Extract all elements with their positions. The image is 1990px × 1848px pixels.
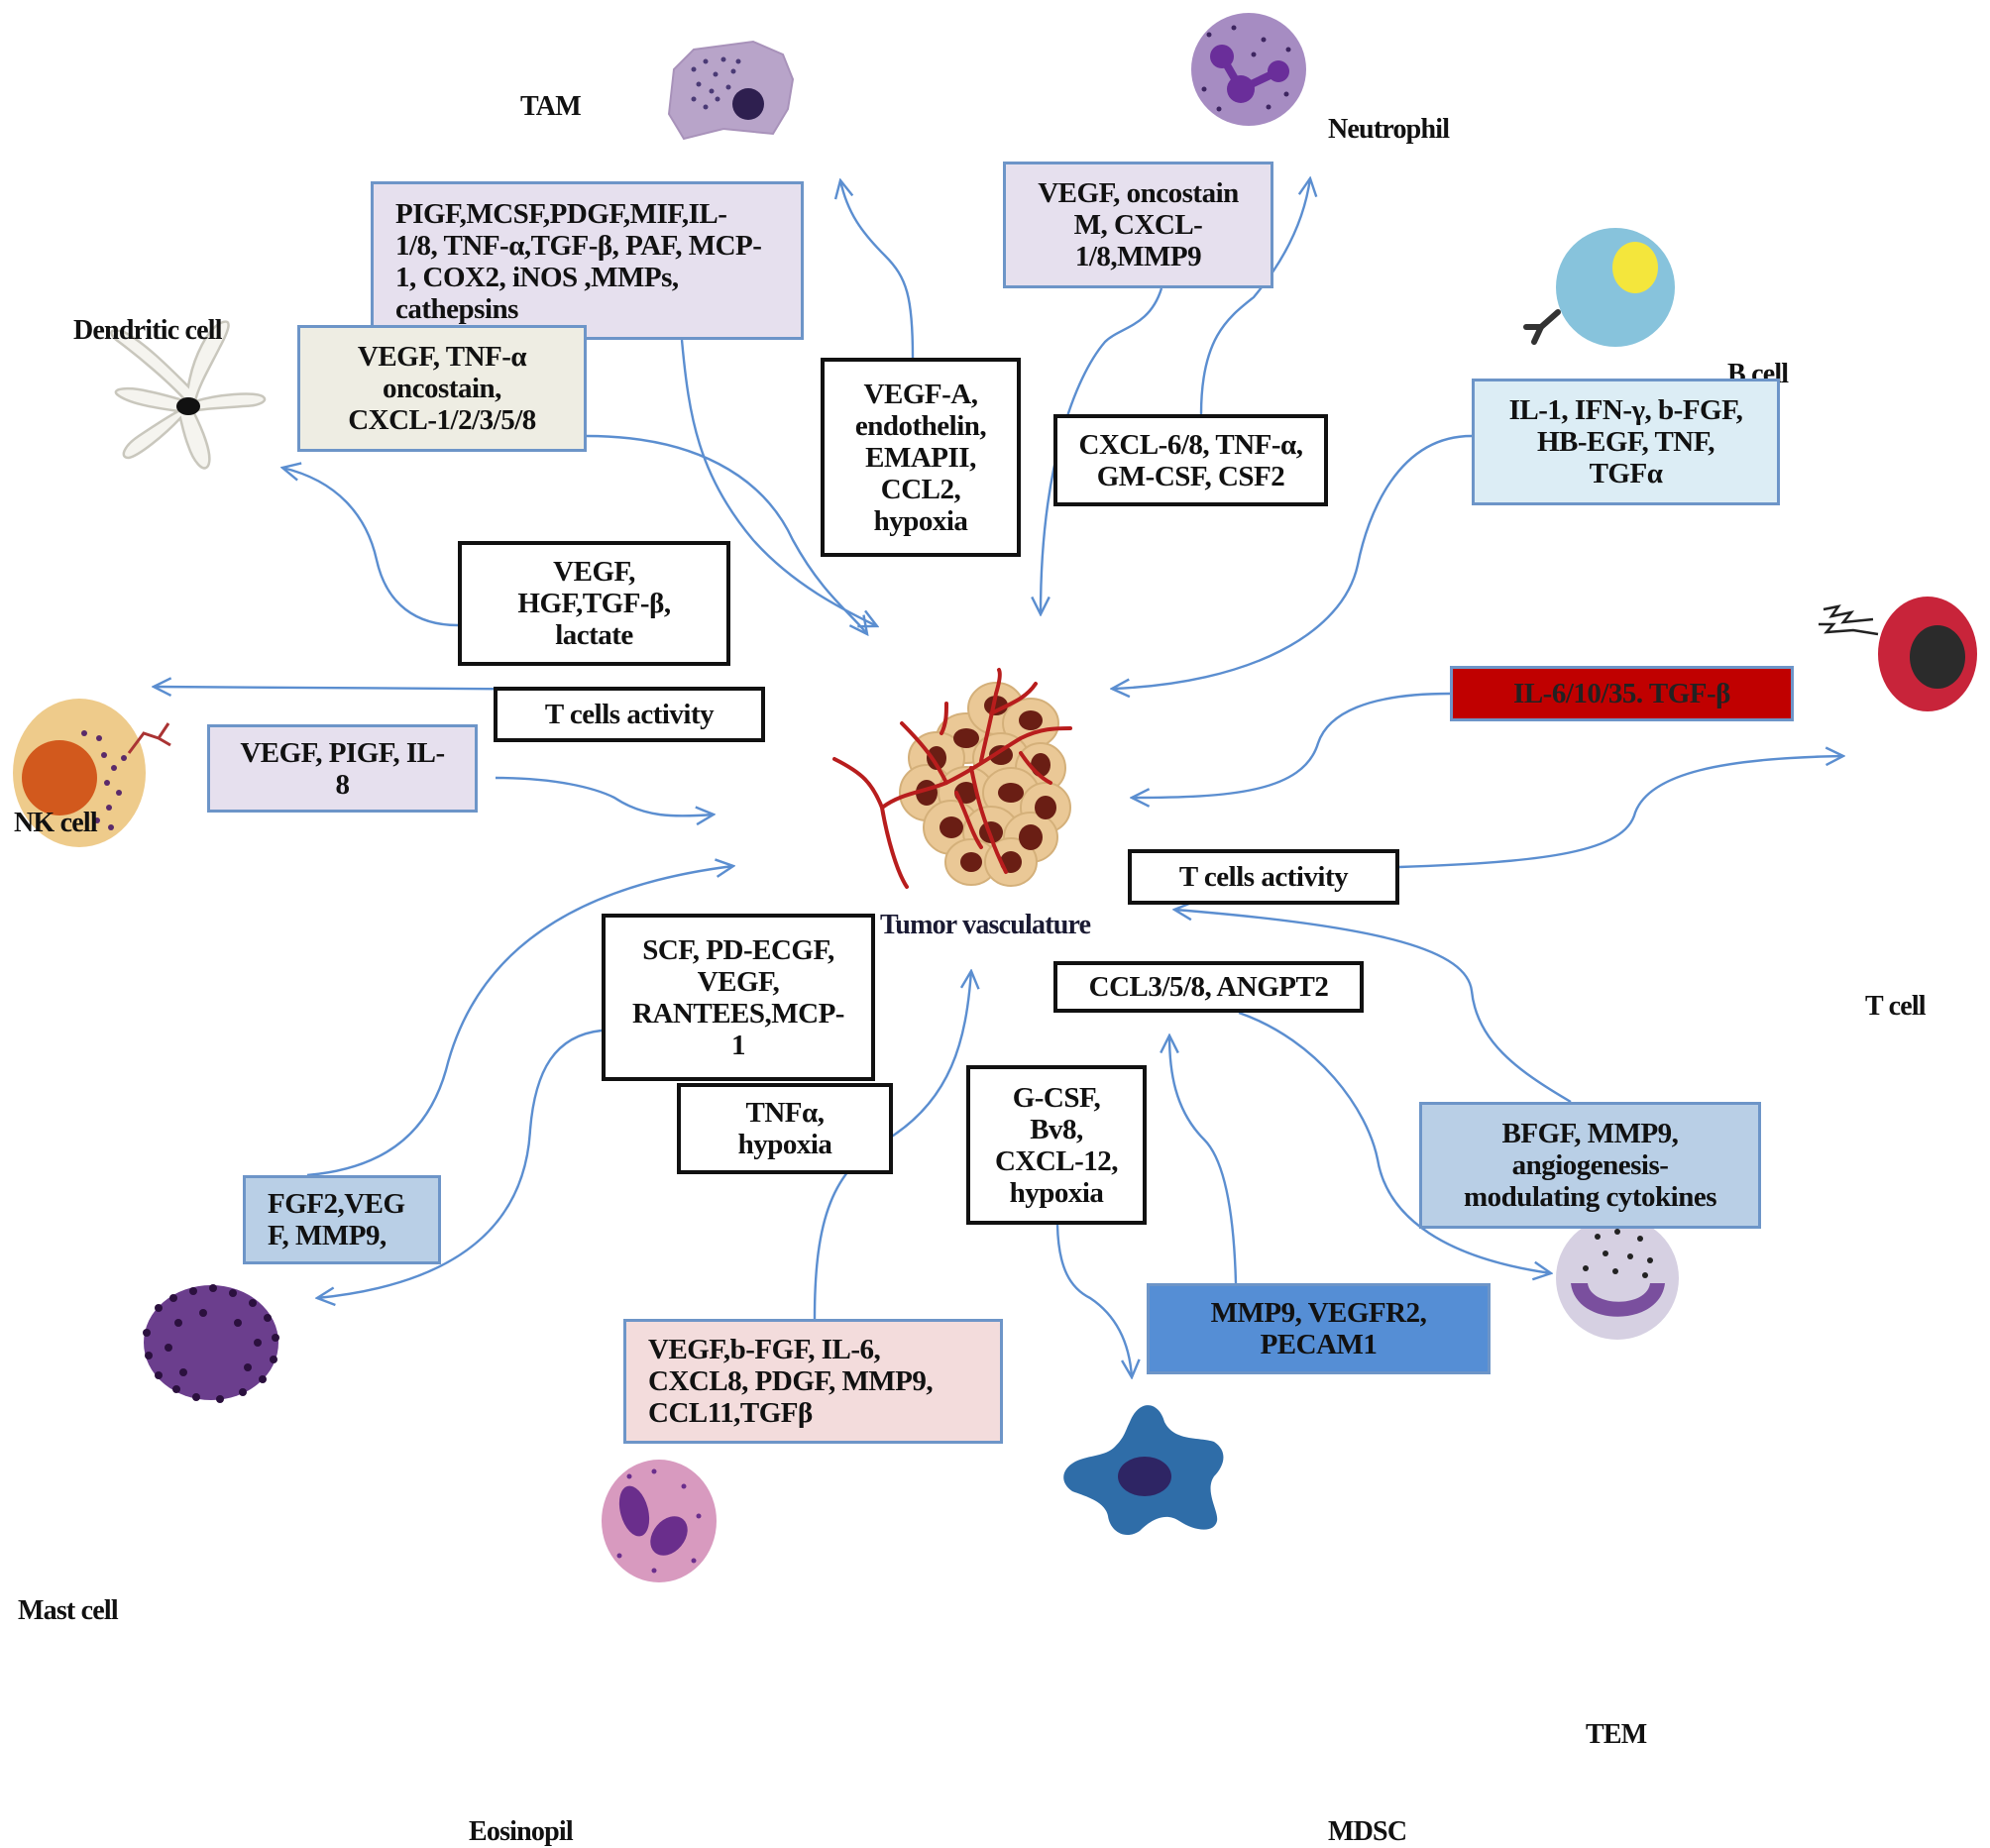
arrow-tumor-to-neutrophil xyxy=(1199,178,1310,415)
dendritic-factors-box: VEGF, TNF-α oncostain, CXCL-1/2/3/5/8 xyxy=(297,325,587,452)
tumor-vasculature-icon xyxy=(832,668,1072,889)
tumor-to-eosinophil-box: TNFα, hypoxia xyxy=(677,1083,893,1174)
mdsc-icon xyxy=(1063,1405,1224,1536)
neutrophil-factors-box: VEGF, oncostain M, CXCL- 1/8,MMP9 xyxy=(1003,162,1273,288)
arrow-activity-to-tcell xyxy=(1398,756,1843,869)
nk-t-cells-activity-box: T cells activity xyxy=(494,687,765,742)
nkcell-icon xyxy=(13,699,171,847)
tumor-to-mdsc-box: G-CSF, Bv8, CXCL-12, hypoxia xyxy=(966,1065,1147,1225)
tcell-factors-box: IL-6/10/35. TGF-β xyxy=(1450,666,1794,721)
dendritic-cell-icon xyxy=(110,320,267,470)
label-tam: TAM xyxy=(520,91,582,122)
label-tcell: T cell xyxy=(1865,991,1927,1022)
nk-factors-box: VEGF, PIGF, IL- 8 xyxy=(207,724,478,813)
arrow-tumor-to-mdsc xyxy=(1055,1224,1132,1377)
arrow-tem-to-tumor xyxy=(1174,910,1572,1104)
arrow-mast-to-tumor xyxy=(306,866,733,1177)
neutrophil-cell-icon xyxy=(1191,13,1306,126)
arrow-nk-to-tumor xyxy=(495,776,714,815)
arrow-bcell-to-tumor xyxy=(1112,434,1473,689)
label-eosinophil: Eosinopil xyxy=(469,1816,574,1847)
label-mastcell: Mast cell xyxy=(18,1595,119,1626)
eosinophil-factors-box: VEGF,b-FGF, IL-6, CXCL8, PDGF, MMP9, CCL… xyxy=(623,1319,1003,1444)
arrow-tumor-to-dendritic xyxy=(282,468,459,627)
mast-factors-box: FGF2,VEG F, MMP9, xyxy=(243,1175,441,1264)
mastcell-icon xyxy=(143,1284,279,1403)
arrow-dendritic-to-tumor xyxy=(586,434,867,634)
arrow-tam-to-tumor xyxy=(680,339,877,626)
label-tem: TEM xyxy=(1586,1719,1647,1750)
arrows xyxy=(154,178,1843,1377)
mdsc-factors-box: MMP9, VEGFR2, PECAM1 xyxy=(1147,1283,1491,1374)
tumor-to-mast-box: SCF, PD-ECGF, VEGF, RANTEES,MCP- 1 xyxy=(602,914,875,1081)
tumor-to-tem-box: CCL3/5/8, ANGPT2 xyxy=(1053,961,1364,1013)
tam-factors-box: PIGF,MCSF,PDGF,MIF,IL- 1/8, TNF-α,TGF-β,… xyxy=(371,181,804,340)
arrow-tumor-to-tem xyxy=(1238,1011,1551,1273)
tumor-to-dendritic-box: VEGF, HGF,TGF-β, lactate xyxy=(458,541,730,666)
arrow-tumor-to-mast xyxy=(317,1029,603,1298)
label-neutrophil: Neutrophil xyxy=(1328,114,1450,145)
eosinophil-icon xyxy=(602,1460,717,1582)
arrow-neutrophil-to-tumor xyxy=(1041,287,1163,614)
bcell-factors-box: IL-1, IFN-γ, b-FGF, HB-EGF, TNF, TGFα xyxy=(1472,379,1780,505)
tem-factors-box: BFGF, MMP9, angiogenesis- modulating cyt… xyxy=(1419,1102,1761,1229)
arrow-tumor-to-tam xyxy=(840,180,915,359)
label-tumor-vasculature: Tumor vasculature xyxy=(880,910,1091,940)
tumor-to-neutrophil-box: CXCL-6/8, TNF-α, GM-CSF, CSF2 xyxy=(1053,414,1328,506)
arrow-tcell-to-tumor xyxy=(1132,692,1451,798)
bcell-icon xyxy=(1523,228,1675,347)
tam-cell-icon xyxy=(667,40,795,141)
label-mdsc: MDSC xyxy=(1328,1816,1407,1847)
label-nkcell: NK cell xyxy=(14,808,98,838)
tcell-activity-box: T cells activity xyxy=(1128,849,1399,905)
label-dendritic-cell: Dendritic cell xyxy=(73,315,223,346)
arrow-mdsc-to-tumor xyxy=(1169,1035,1238,1284)
tcell-icon xyxy=(1819,597,1977,711)
diagram-canvas xyxy=(13,13,1977,1582)
tumor-to-tam-box: VEGF-A, endothelin, EMAPII, CCL2, hypoxi… xyxy=(821,358,1021,557)
tem-icon xyxy=(1556,1217,1679,1340)
